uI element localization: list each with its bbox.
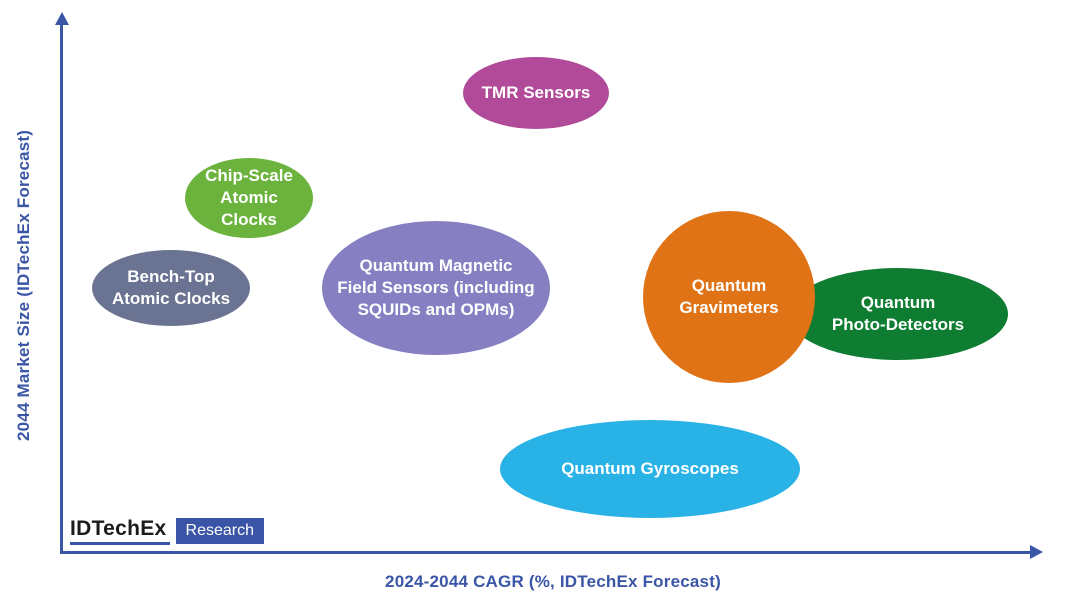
bubble-label-quantum-gyroscopes: Quantum Gyroscopes	[561, 458, 739, 478]
x-axis-label: 2024-2044 CAGR (%, IDTechEx Forecast)	[385, 572, 721, 591]
bubble-tmr-sensors: TMR Sensors	[463, 57, 609, 129]
y-axis-line	[60, 22, 63, 553]
idtechex-logo-text: IDTechEx	[70, 518, 170, 545]
x-axis-arrow-icon	[1030, 545, 1043, 559]
y-axis-arrow-icon	[55, 12, 69, 25]
y-axis-label: 2044 Market Size (IDTechEx Forecast)	[14, 129, 33, 441]
bubble-quantum-gyroscopes: Quantum Gyroscopes	[500, 420, 800, 518]
idtechex-research-badge: Research	[175, 518, 265, 544]
bubble-label-tmr-sensors: TMR Sensors	[481, 82, 591, 102]
idtechex-logo: IDTechEx Research	[70, 518, 265, 545]
x-axis-line	[60, 551, 1032, 554]
